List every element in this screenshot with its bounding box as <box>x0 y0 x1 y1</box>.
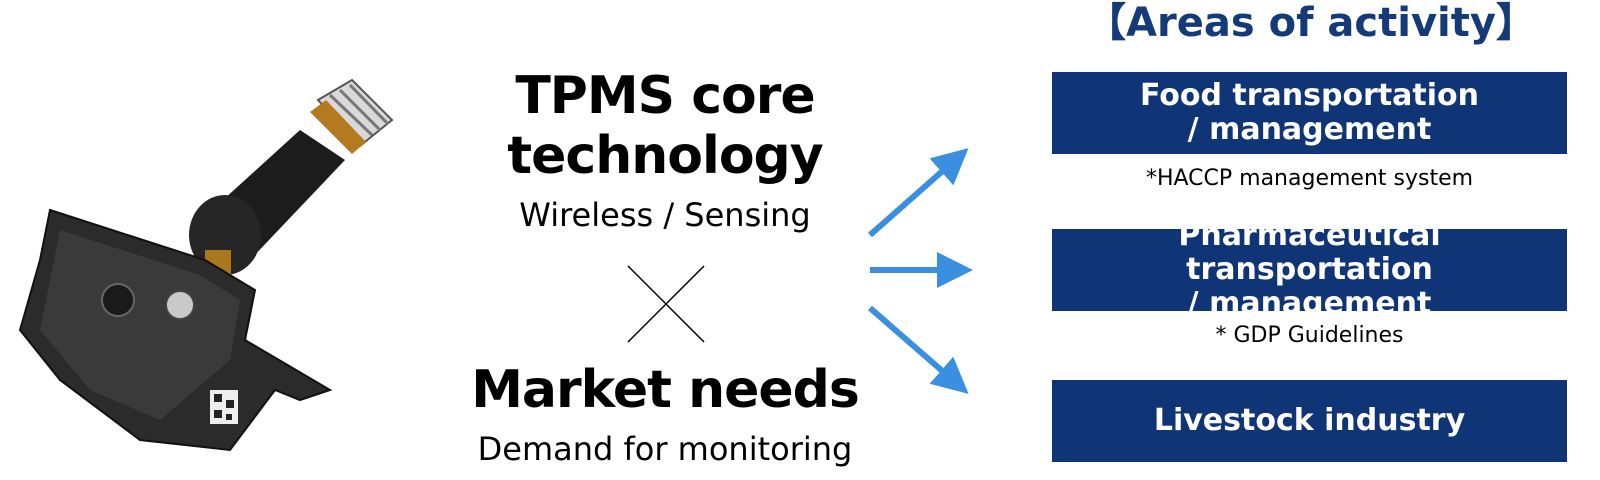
area-food-label: Food transportation / management <box>1139 78 1480 147</box>
area-pharmaceutical-transportation-box: Pharmaceutical transportation / manageme… <box>1052 219 1567 321</box>
area-food-note: *HACCP management system <box>1145 166 1474 191</box>
area-livestock-industry-box: Livestock industry <box>1052 380 1567 462</box>
tpms-sensor-icon <box>18 78 394 452</box>
cross-multiply-icon <box>627 265 705 343</box>
market-needs-title: Market needs <box>471 360 860 420</box>
wireless-sensing-subtitle: Wireless / Sensing <box>519 196 811 234</box>
direction-arrows <box>868 148 973 394</box>
arrow-up-right-icon <box>868 148 969 238</box>
area-food-transportation-box: Food transportation / management <box>1052 72 1567 154</box>
tpms-core-technology-title: TPMS core technology <box>507 66 823 186</box>
areas-of-activity-heading: 【Areas of activity】 <box>1086 0 1536 46</box>
area-livestock-label: Livestock industry <box>1153 403 1466 438</box>
area-pharma-note: * GDP Guidelines <box>1215 323 1404 348</box>
demand-monitoring-subtitle: Demand for monitoring <box>477 430 853 468</box>
area-pharma-label: Pharmaceutical transportation / manageme… <box>1178 218 1441 321</box>
arrow-down-right-icon <box>868 305 969 394</box>
